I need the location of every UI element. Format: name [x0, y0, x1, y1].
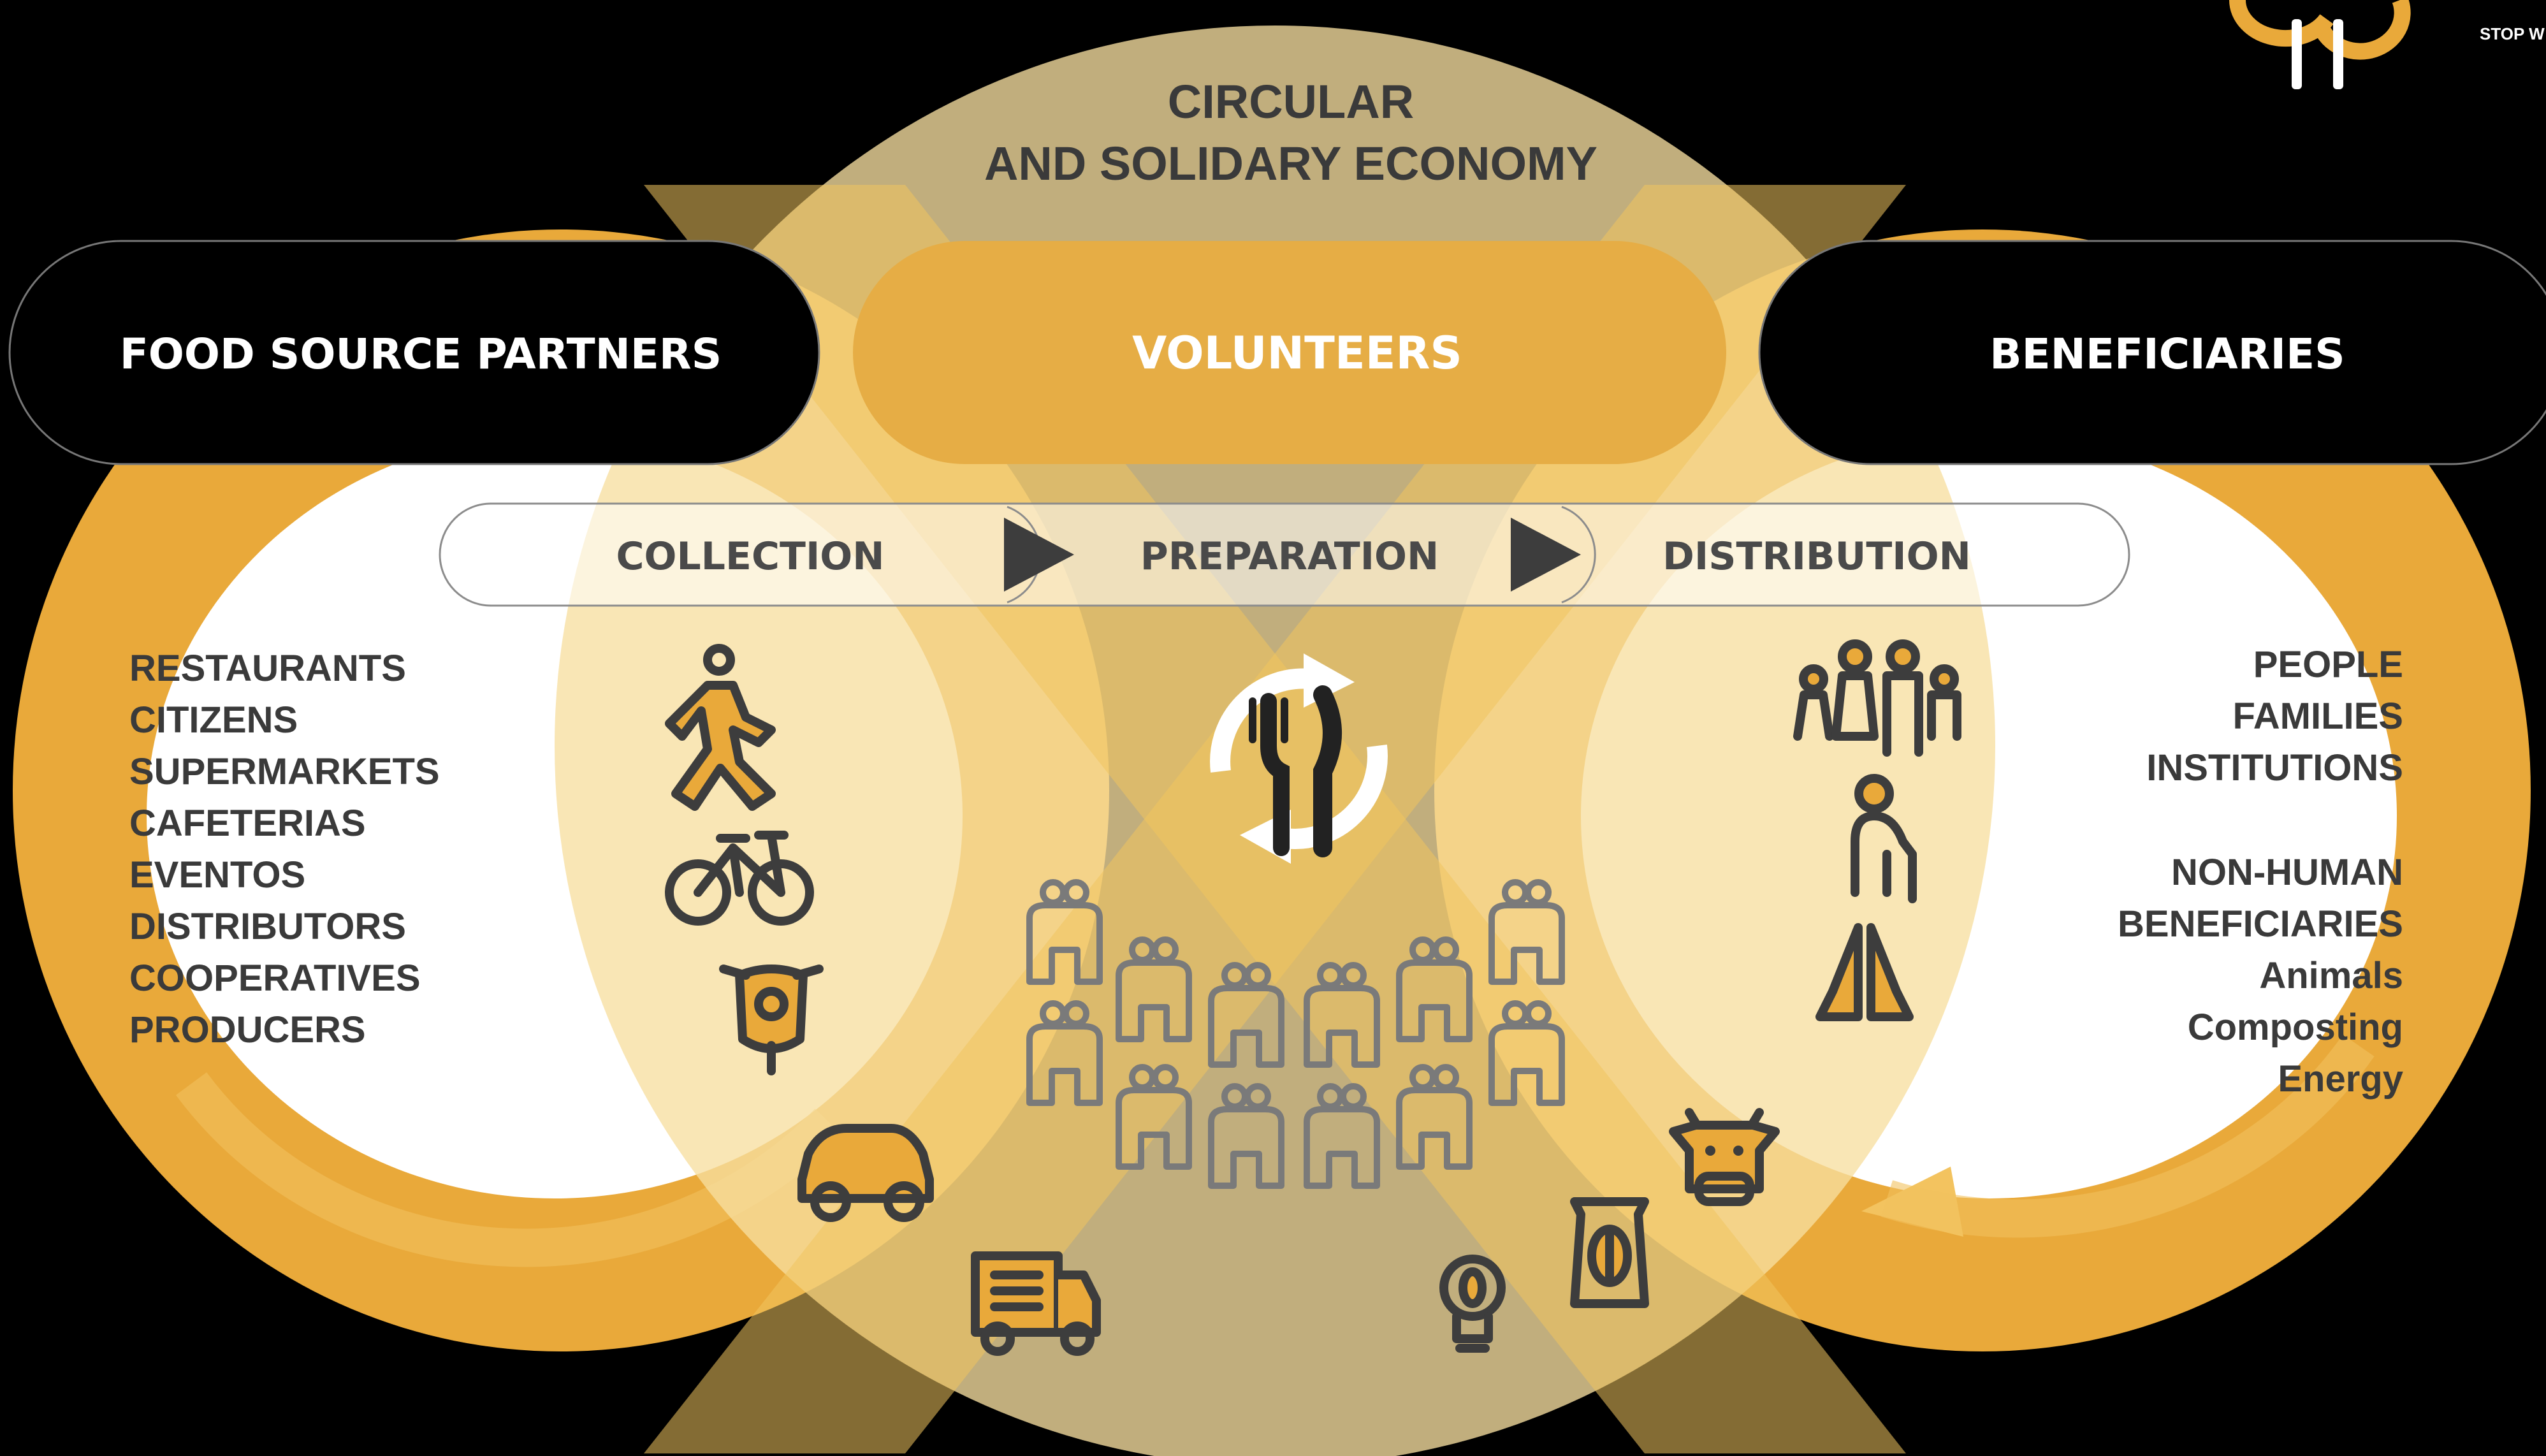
list-item: NON-HUMAN: [2171, 852, 2403, 893]
title-line-1: CIRCULAR: [1168, 75, 1414, 128]
list-item: Composting: [2188, 1007, 2403, 1048]
brand-logo: STOP W: [2229, 0, 2545, 89]
bicycle-icon: [665, 831, 814, 926]
logo-text: STOP W: [2480, 24, 2545, 43]
list-item: DISTRIBUTORS: [129, 906, 406, 947]
cow-icon: [1669, 1108, 1780, 1206]
step-distribution: DISTRIBUTION: [1662, 534, 1971, 579]
beneficiaries-list: PEOPLE FAMILIES INSTITUTIONS NON-HUMAN B…: [2118, 644, 2403, 1100]
walking-person-icon: [665, 644, 776, 811]
volunteers-group-icon: [1026, 879, 1565, 1189]
process-steps: COLLECTION PREPARATION DISTRIBUTION: [439, 502, 2130, 607]
pill-food-source-partners: FOOD SOURCE PARTNERS: [8, 240, 820, 465]
recycle-cutlery-icon: [1210, 653, 1388, 864]
list-item: Animals: [2259, 955, 2403, 996]
logo-fork-icon: [2292, 19, 2302, 89]
arrow-right-icon: [1004, 518, 1074, 592]
list-item: PRODUCERS: [129, 1009, 366, 1051]
van-icon: [971, 1251, 1101, 1356]
scooter-icon: [719, 965, 824, 1075]
praying-hands-icon: [1815, 923, 1914, 1021]
list-item: CAFETERIAS: [129, 803, 366, 844]
compost-bag-icon: [1570, 1197, 1649, 1308]
pill-food-source-partners-label: FOOD SOURCE PARTNERS: [120, 330, 722, 379]
elderly-person-icon: [1851, 774, 1917, 903]
pill-volunteers: VOLUNTEERS: [853, 241, 1726, 464]
list-item: PEOPLE: [2253, 644, 2403, 685]
list-item: COOPERATIVES: [129, 957, 421, 999]
list-item: FAMILIES: [2233, 695, 2403, 737]
list-item: CITIZENS: [129, 699, 298, 741]
pill-beneficiaries-label: BENEFICIARIES: [1990, 330, 2345, 379]
pill-beneficiaries: BENEFICIARIES: [1758, 240, 2546, 465]
list-item: EVENTOS: [129, 854, 305, 896]
lightbulb-leaf-icon: [1439, 1255, 1506, 1353]
family-icon: [1793, 639, 1961, 757]
arrow-right-icon: [1511, 518, 1581, 592]
list-item: RESTAURANTS: [129, 648, 406, 689]
pill-volunteers-label: VOLUNTEERS: [1132, 327, 1462, 379]
car-icon: [797, 1124, 934, 1222]
step-collection: COLLECTION: [616, 534, 885, 579]
list-item: SUPERMARKETS: [129, 751, 440, 792]
list-item: INSTITUTIONS: [2146, 747, 2403, 789]
list-item: Energy: [2278, 1058, 2403, 1100]
logo-knife-icon: [2333, 19, 2343, 89]
partners-list: RESTAURANTS CITIZENS SUPERMARKETS CAFETE…: [129, 648, 440, 1051]
list-item: BENEFICIARIES: [2118, 903, 2403, 945]
page-title: CIRCULAR AND SOLIDARY ECONOMY: [984, 75, 1597, 190]
step-preparation: PREPARATION: [1140, 534, 1439, 579]
title-line-2: AND SOLIDARY ECONOMY: [984, 137, 1597, 190]
